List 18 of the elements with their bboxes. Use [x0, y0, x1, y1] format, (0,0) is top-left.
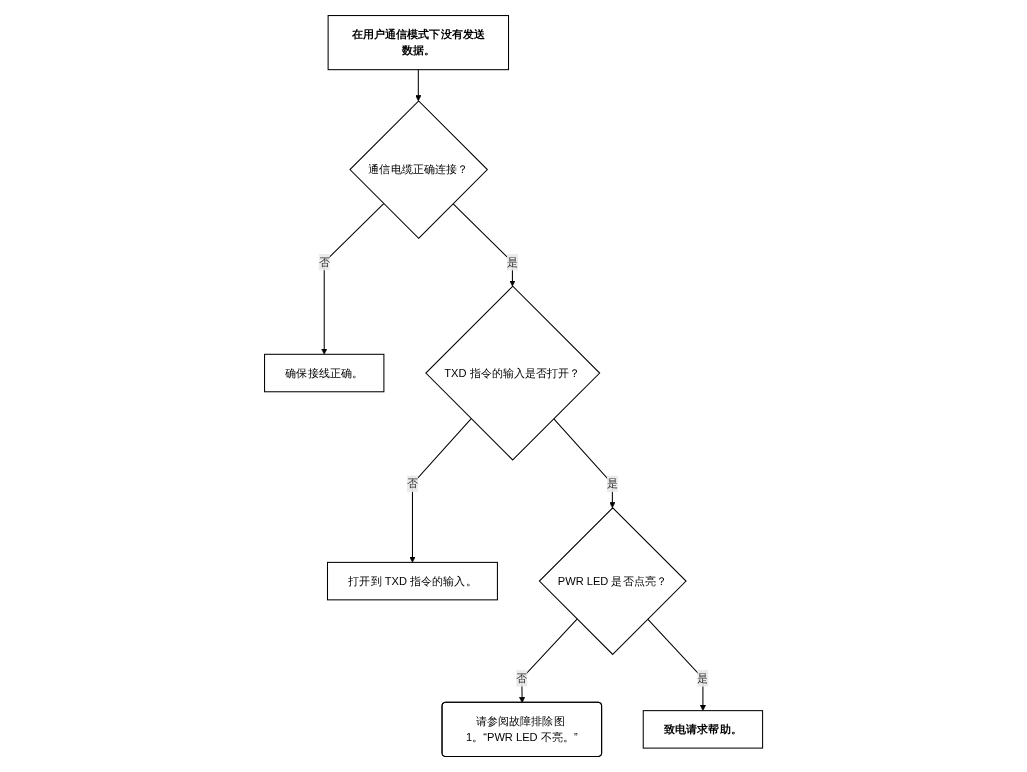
arrow: [321, 203, 385, 355]
arrow: [415, 69, 422, 102]
node-box: 在用户通信模式下没有发送数据。: [327, 15, 509, 71]
arrow: [452, 203, 516, 287]
edge-label: 是: [606, 477, 618, 490]
edge-label: 否: [406, 477, 418, 490]
node-diamond: 通信电缆正确连接？: [349, 100, 488, 239]
edge-label: 是: [697, 672, 709, 684]
node-diamond: PWR LED 是否点亮？: [538, 507, 687, 656]
node-diamond: TXD 指令的输入是否打开？: [425, 285, 601, 461]
node-box: 打开到 TXD 指令的输入。: [326, 561, 498, 601]
node-box: 确保接线正确。: [263, 353, 385, 393]
edge-label: 是: [506, 255, 518, 268]
node-box: 致电请求帮助。: [642, 710, 764, 749]
edge-label: 否: [318, 255, 330, 268]
arrow: [553, 418, 616, 509]
arrow: [409, 418, 472, 563]
edge-label: 否: [516, 672, 528, 684]
